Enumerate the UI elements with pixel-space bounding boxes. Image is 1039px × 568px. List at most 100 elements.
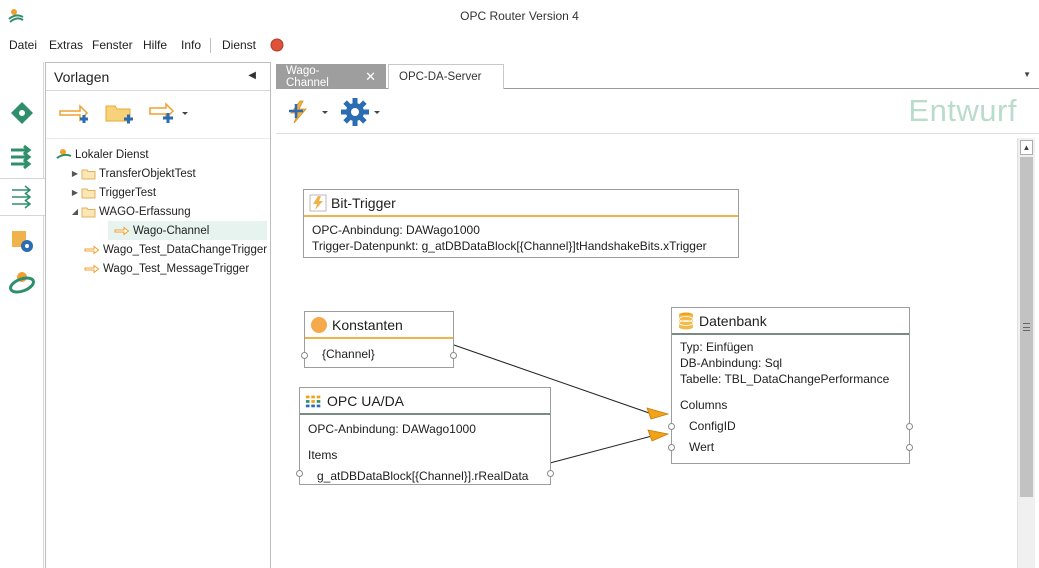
input-port[interactable] xyxy=(301,352,308,359)
runtime-icon xyxy=(9,272,35,294)
arrowhead-wert xyxy=(647,429,670,442)
templates-panel-title: Vorlagen xyxy=(54,69,110,85)
collapse-icon[interactable]: ◢ xyxy=(71,207,79,216)
folder-icon xyxy=(80,167,96,181)
rail-routes-button[interactable] xyxy=(0,178,46,216)
input-port[interactable] xyxy=(296,470,303,477)
expand-icon[interactable]: ▶ xyxy=(71,188,79,197)
tab-label: Wago-Channel xyxy=(286,64,329,89)
node-header: OPC UA/DA xyxy=(300,388,550,415)
node-opc-uada[interactable]: OPC UA/DA OPC-Anbindung: DAWago1000 Item… xyxy=(296,387,554,485)
service-icon xyxy=(56,148,72,162)
service-status-icon[interactable] xyxy=(270,38,284,52)
collapse-panel-icon[interactable]: ◀ xyxy=(248,70,256,81)
tree-item-transferobjekttest[interactable]: ▶ TransferObjektTest xyxy=(70,164,196,183)
node-title: OPC UA/DA xyxy=(327,392,405,409)
opc-router-logo-icon xyxy=(8,9,24,23)
add-plugin-button[interactable] xyxy=(286,98,330,126)
node-konstanten[interactable]: Konstanten {Channel} xyxy=(301,311,457,368)
output-port-wert[interactable] xyxy=(906,444,913,451)
route-icon xyxy=(84,243,100,257)
menu-fenster[interactable]: Fenster xyxy=(92,38,133,52)
document-area: Wago-Channel ✕ OPC-DA-Server ▼ xyxy=(276,62,1039,568)
node-bit-trigger[interactable]: Bit-Trigger OPC-Anbindung: DAWago1000 Tr… xyxy=(303,189,739,258)
node-body: OPC-Anbindung: DAWago1000 Trigger-Datenp… xyxy=(304,217,738,259)
items-section-label: Items xyxy=(308,448,338,462)
database-icon xyxy=(677,312,695,330)
mode-label: Entwurf xyxy=(908,93,1017,128)
tab-label: OPC-DA-Server xyxy=(399,71,482,83)
constant-value: {Channel} xyxy=(322,347,375,361)
opc-connection-label: OPC-Anbindung: DAWago1000 xyxy=(308,422,476,436)
tree-item-label: Wago_Test_MessageTrigger xyxy=(103,262,250,275)
trigger-datapoint-label: Trigger-Datenpunkt: g_atDBDataBlock[{Cha… xyxy=(312,239,707,253)
scrollbar-thumb[interactable] xyxy=(1020,157,1033,497)
document-toolbar: Entwurf xyxy=(276,90,1039,134)
tree-item-wago-test-datachangetrigger[interactable]: Wago_Test_DataChangeTrigger xyxy=(84,240,267,259)
title-bar: OPC Router Version 4 xyxy=(0,0,1039,32)
output-port[interactable] xyxy=(450,352,457,359)
db-table-label: Tabelle: TBL_DataChangePerformance xyxy=(680,372,890,386)
tree-item-label: WAGO-Erfassung xyxy=(99,205,191,218)
node-body: Typ: Einfügen DB-Anbindung: Sql Tabelle:… xyxy=(672,335,909,460)
templates-panel-header: Vorlagen ◀ xyxy=(46,63,270,91)
node-title: Bit-Trigger xyxy=(331,194,396,211)
tab-wago-channel[interactable]: Wago-Channel ✕ xyxy=(276,64,386,89)
settings-button[interactable] xyxy=(340,96,384,128)
rail-plugins-button[interactable] xyxy=(0,94,44,132)
expand-icon[interactable]: ▶ xyxy=(71,169,79,178)
route-icon xyxy=(84,262,100,276)
templates-toolbar xyxy=(46,91,270,139)
tree-item-lokaler-dienst[interactable]: Lokaler Dienst xyxy=(56,145,149,164)
menu-dienst[interactable]: Dienst xyxy=(222,38,257,52)
constant-circle-icon xyxy=(310,316,328,334)
tree-item-wago-erfassung[interactable]: ◢ WAGO-Erfassung xyxy=(70,202,191,221)
rail-runtime-button[interactable] xyxy=(0,264,44,302)
new-route-button[interactable] xyxy=(58,99,90,129)
tree-item-triggertest[interactable]: ▶ TriggerTest xyxy=(70,183,156,202)
new-folder-button[interactable] xyxy=(104,99,136,129)
plugin-icon xyxy=(11,102,33,124)
tree-item-wago-test-messagetrigger[interactable]: Wago_Test_MessageTrigger xyxy=(84,259,249,278)
arrowhead-configid xyxy=(646,407,670,420)
node-title: Datenbank xyxy=(699,312,767,329)
import-button[interactable] xyxy=(148,99,190,129)
bit-trigger-icon xyxy=(309,194,327,212)
vertical-scrollbar[interactable]: ▲ xyxy=(1017,138,1035,568)
tab-opc-da-server[interactable]: OPC-DA-Server xyxy=(388,64,504,89)
templates-panel: Vorlagen ◀ Lok xyxy=(45,62,271,568)
menu-datei[interactable]: Datei xyxy=(9,38,38,52)
db-connection-label: DB-Anbindung: Sql xyxy=(680,356,783,370)
output-port-configid[interactable] xyxy=(906,423,913,430)
close-tab-icon[interactable]: ✕ xyxy=(365,68,376,84)
folder-open-icon xyxy=(80,205,96,219)
node-body: OPC-Anbindung: DAWago1000 Items g_atDBDa… xyxy=(300,415,550,489)
tree-item-label: TriggerTest xyxy=(99,186,157,199)
scrollbar-grip-icon xyxy=(1023,323,1030,331)
menu-hilfe[interactable]: Hilfe xyxy=(143,38,168,52)
node-datenbank[interactable]: Datenbank Typ: Einfügen DB-Anbindung: Sq… xyxy=(668,307,913,464)
new-route-icon xyxy=(59,104,89,123)
tree-item-label: Lokaler Dienst xyxy=(75,148,149,161)
column-configid: ConfigID xyxy=(689,419,736,433)
rail-config-button[interactable] xyxy=(0,222,44,260)
tree-item-label: Wago_Test_DataChangeTrigger xyxy=(103,243,268,256)
output-port[interactable] xyxy=(547,470,554,477)
route-canvas[interactable]: Bit-Trigger OPC-Anbindung: DAWago1000 Tr… xyxy=(276,135,1017,568)
scroll-up-icon[interactable]: ▲ xyxy=(1020,140,1033,155)
tree-item-label: TransferObjektTest xyxy=(99,167,196,180)
node-header: Datenbank xyxy=(672,308,909,335)
menu-info[interactable]: Info xyxy=(181,38,202,52)
menu-bar: Datei Extras Fenster Hilfe Info Dienst xyxy=(0,34,1039,56)
config-gear-icon xyxy=(12,231,33,252)
tree-item-wago-channel[interactable]: Wago-Channel xyxy=(108,221,267,240)
columns-section-label: Columns xyxy=(680,398,728,412)
node-header: Bit-Trigger xyxy=(304,190,738,217)
menu-extras[interactable]: Extras xyxy=(49,38,84,52)
input-port-wert[interactable] xyxy=(668,444,675,451)
tab-overflow-icon[interactable]: ▼ xyxy=(1023,70,1031,79)
connection-items-to-wert xyxy=(549,435,653,464)
rail-connections-button[interactable] xyxy=(0,138,44,176)
column-wert: Wert xyxy=(689,440,715,454)
input-port-configid[interactable] xyxy=(668,423,675,430)
